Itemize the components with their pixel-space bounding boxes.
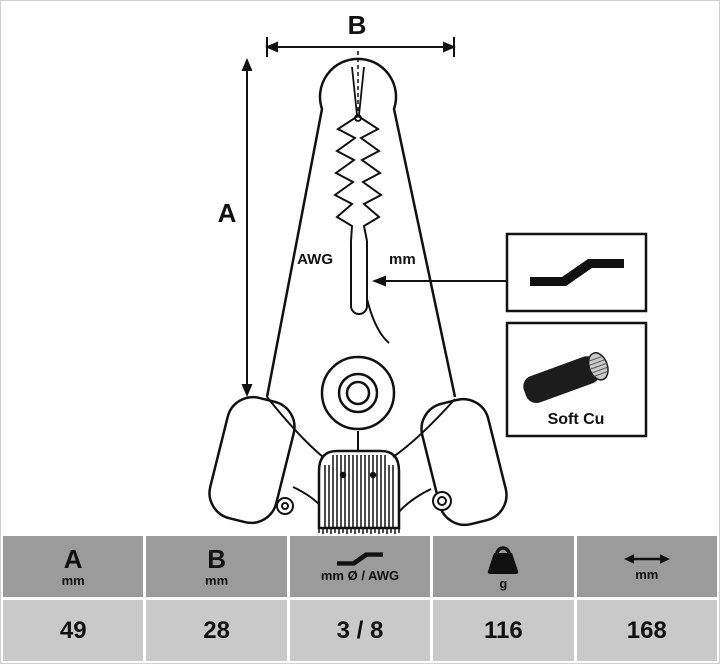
neck-lines: [266, 396, 456, 458]
stripper-blades: [333, 115, 383, 242]
tool-drawing: AWG mm: [208, 51, 508, 534]
awg-label: AWG: [297, 251, 333, 268]
dim-a-arrowhead-bottom: [241, 384, 253, 397]
wire-stripper-diagram: B A: [1, 1, 719, 534]
dim-b-label: B: [348, 10, 367, 40]
spec-value-a: 49: [3, 600, 144, 661]
col-length-unit: mm: [635, 567, 659, 582]
callout-pointer: [372, 275, 507, 287]
pointer-arrowhead: [372, 275, 386, 287]
col-b-symbol: B: [207, 544, 226, 574]
grip-stud-left: [339, 471, 347, 479]
col-weight-unit: g: [499, 575, 508, 591]
dimension-b: B: [265, 10, 456, 57]
cable-strand-lines: [588, 355, 608, 377]
grip-hatch-lines: [324, 455, 394, 527]
stripper-blade-icon: [530, 259, 624, 286]
tool-head-outline: [265, 57, 457, 398]
col-a-symbol: A: [63, 544, 83, 574]
grip-stud-right: [369, 471, 377, 479]
cable-jacket: [523, 356, 600, 404]
spec-col-capacity-header: mm Ø / AWG: [289, 536, 431, 597]
spec-col-b-header: B mm: [146, 536, 287, 597]
spec-value-length: 168: [576, 600, 717, 661]
grip-outline: [317, 449, 401, 530]
spec-col-a-header: A mm: [3, 536, 144, 597]
col-b-unit: mm: [205, 573, 229, 588]
callout-cable: Soft Cu: [505, 321, 648, 438]
col-a-unit: mm: [61, 573, 85, 588]
spec-col-length-header: mm: [576, 536, 717, 597]
dim-b-arrowhead-right: [443, 41, 456, 53]
rivets: [276, 491, 452, 515]
rivet-right-center: [437, 496, 447, 506]
grip-fringe-lines: [318, 528, 400, 534]
dim-a-label: A: [218, 198, 237, 228]
gauge-slot: [350, 241, 390, 344]
spec-col-weight-header: g: [433, 536, 574, 597]
spec-value-weight: 116: [433, 600, 574, 661]
grip: [317, 449, 401, 534]
mm-label: mm: [389, 251, 416, 268]
spec-value-capacity: 3 / 8: [289, 600, 431, 661]
cable-illustration: [523, 352, 609, 404]
length-arrow-icon: [623, 554, 670, 564]
handle-left-wing: [208, 395, 296, 525]
pivot-inner-ring: [345, 380, 371, 406]
pivot: [320, 355, 396, 431]
diagram-svg: B A: [208, 10, 648, 534]
spec-table: A mm B mm mm Ø / AWG g mm: [1, 534, 719, 663]
rivet-left-center: [281, 502, 289, 510]
dimension-a: A: [218, 58, 253, 397]
dim-b-arrowhead-left: [265, 41, 278, 53]
spec-value-b: 28: [146, 600, 287, 661]
weight-icon: [488, 545, 519, 574]
handle-right-wing: [420, 397, 508, 527]
col-capacity-unit: mm Ø / AWG: [320, 568, 400, 583]
cable-callout-label: Soft Cu: [548, 411, 605, 428]
dim-a-arrowhead-top: [241, 58, 253, 71]
stripper-blade-icon: [336, 552, 383, 566]
callout-blade: [505, 232, 648, 313]
